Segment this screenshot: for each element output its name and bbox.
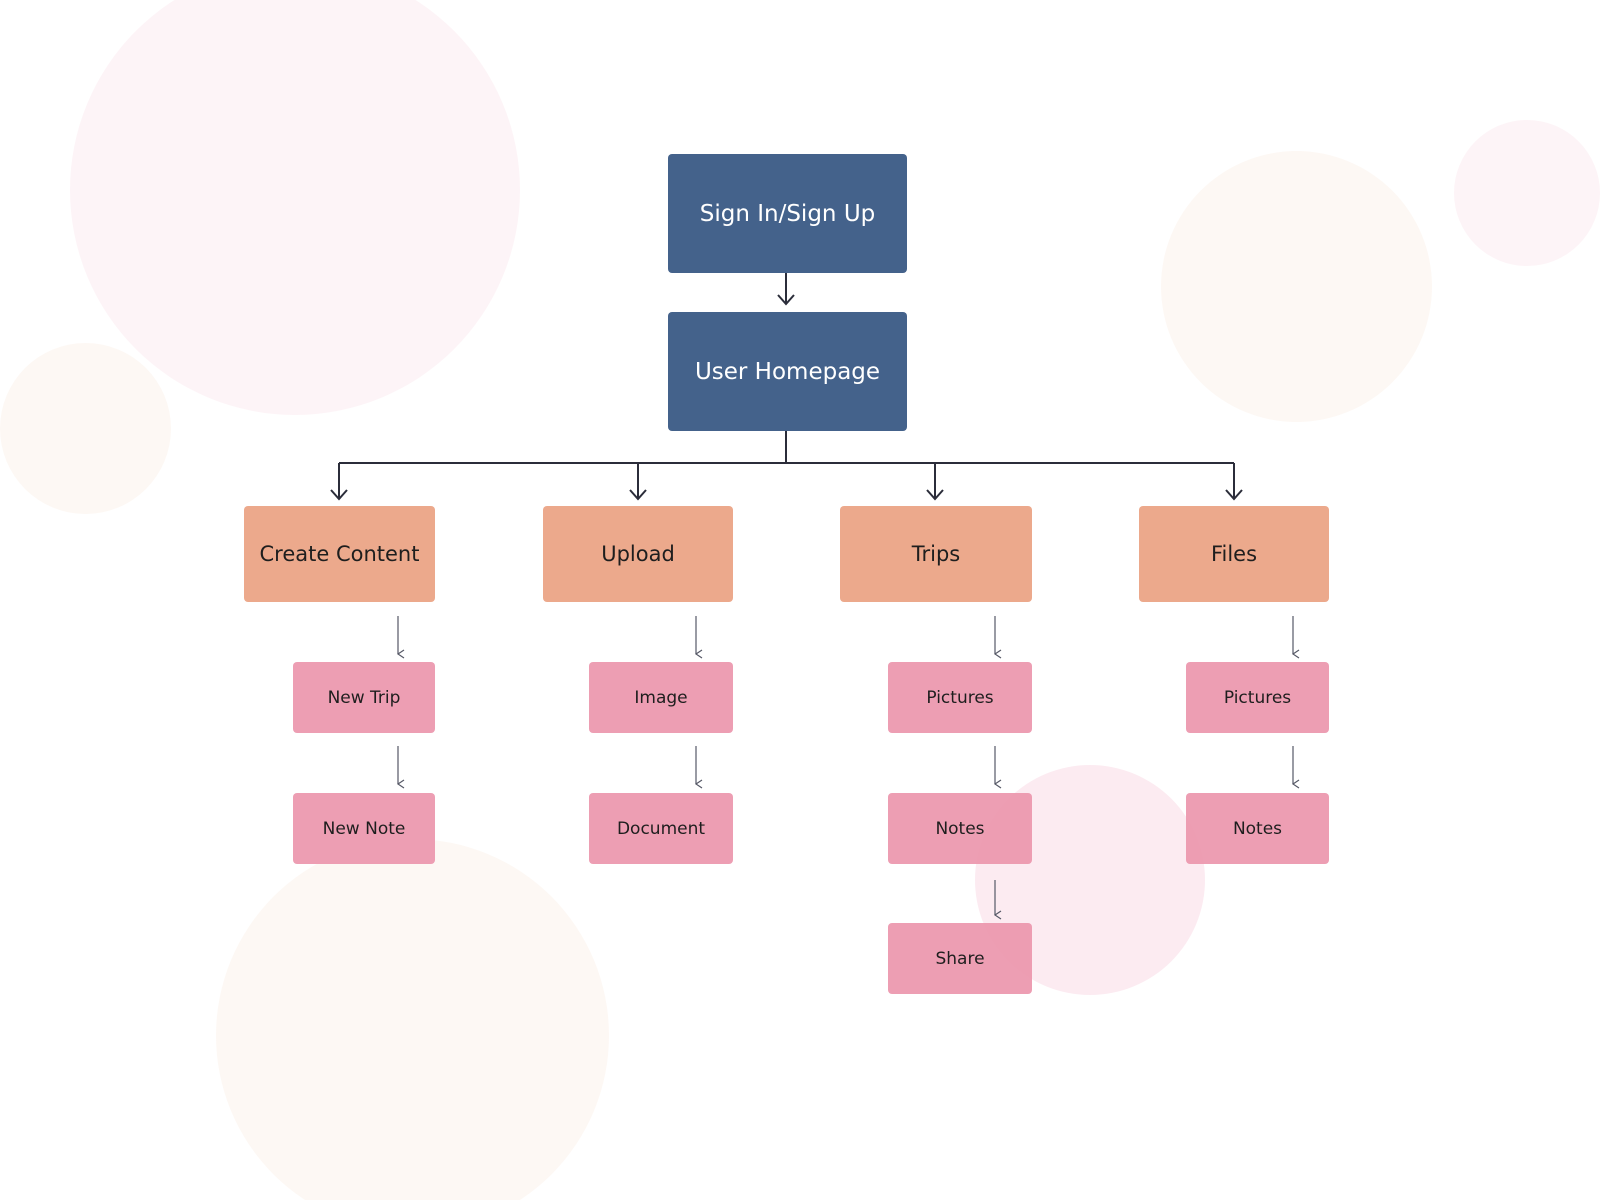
node-label: Image bbox=[634, 687, 688, 708]
arrowhead bbox=[629, 489, 647, 501]
node-files: Files bbox=[1139, 506, 1329, 602]
node-label: Upload bbox=[601, 542, 675, 566]
node-new-note: New Note bbox=[293, 793, 435, 864]
background-bubble bbox=[1454, 120, 1600, 266]
node-label: New Note bbox=[322, 818, 406, 839]
arrowhead bbox=[926, 489, 944, 501]
background-bubble bbox=[0, 343, 171, 514]
background-bubble bbox=[70, 0, 520, 415]
node-label: Notes bbox=[935, 818, 985, 839]
node-sign-in-sign-up: Sign In/Sign Up bbox=[668, 154, 907, 273]
node-label: Files bbox=[1210, 542, 1258, 566]
node-new-trip: New Trip bbox=[293, 662, 435, 733]
node-label: Notes bbox=[1232, 818, 1283, 839]
node-document: Document bbox=[589, 793, 733, 864]
node-label: Pictures bbox=[926, 687, 994, 708]
node-upload: Upload bbox=[543, 506, 733, 602]
node-trips-pictures: Pictures bbox=[888, 662, 1032, 733]
arrowhead bbox=[777, 294, 795, 306]
node-share: Share bbox=[888, 923, 1032, 994]
node-files-pictures: Pictures bbox=[1186, 662, 1329, 733]
node-label: Sign In/Sign Up bbox=[699, 200, 876, 227]
node-label: Document bbox=[616, 818, 706, 839]
node-label: New Trip bbox=[327, 687, 401, 708]
node-create-content: Create Content bbox=[244, 506, 435, 602]
node-label: Create Content bbox=[259, 542, 420, 566]
node-label: Share bbox=[935, 948, 985, 969]
node-label: Pictures bbox=[1223, 687, 1292, 708]
background-bubble bbox=[216, 839, 609, 1200]
node-trips-notes: Notes bbox=[888, 793, 1032, 864]
node-trips: Trips bbox=[840, 506, 1032, 602]
arrowhead bbox=[330, 489, 348, 501]
arrowhead bbox=[1225, 489, 1243, 501]
node-image: Image bbox=[589, 662, 733, 733]
background-bubble bbox=[1161, 151, 1432, 422]
node-files-notes: Notes bbox=[1186, 793, 1329, 864]
node-label: Trips bbox=[911, 542, 961, 566]
node-label: User Homepage bbox=[694, 358, 881, 385]
node-user-homepage: User Homepage bbox=[668, 312, 907, 431]
